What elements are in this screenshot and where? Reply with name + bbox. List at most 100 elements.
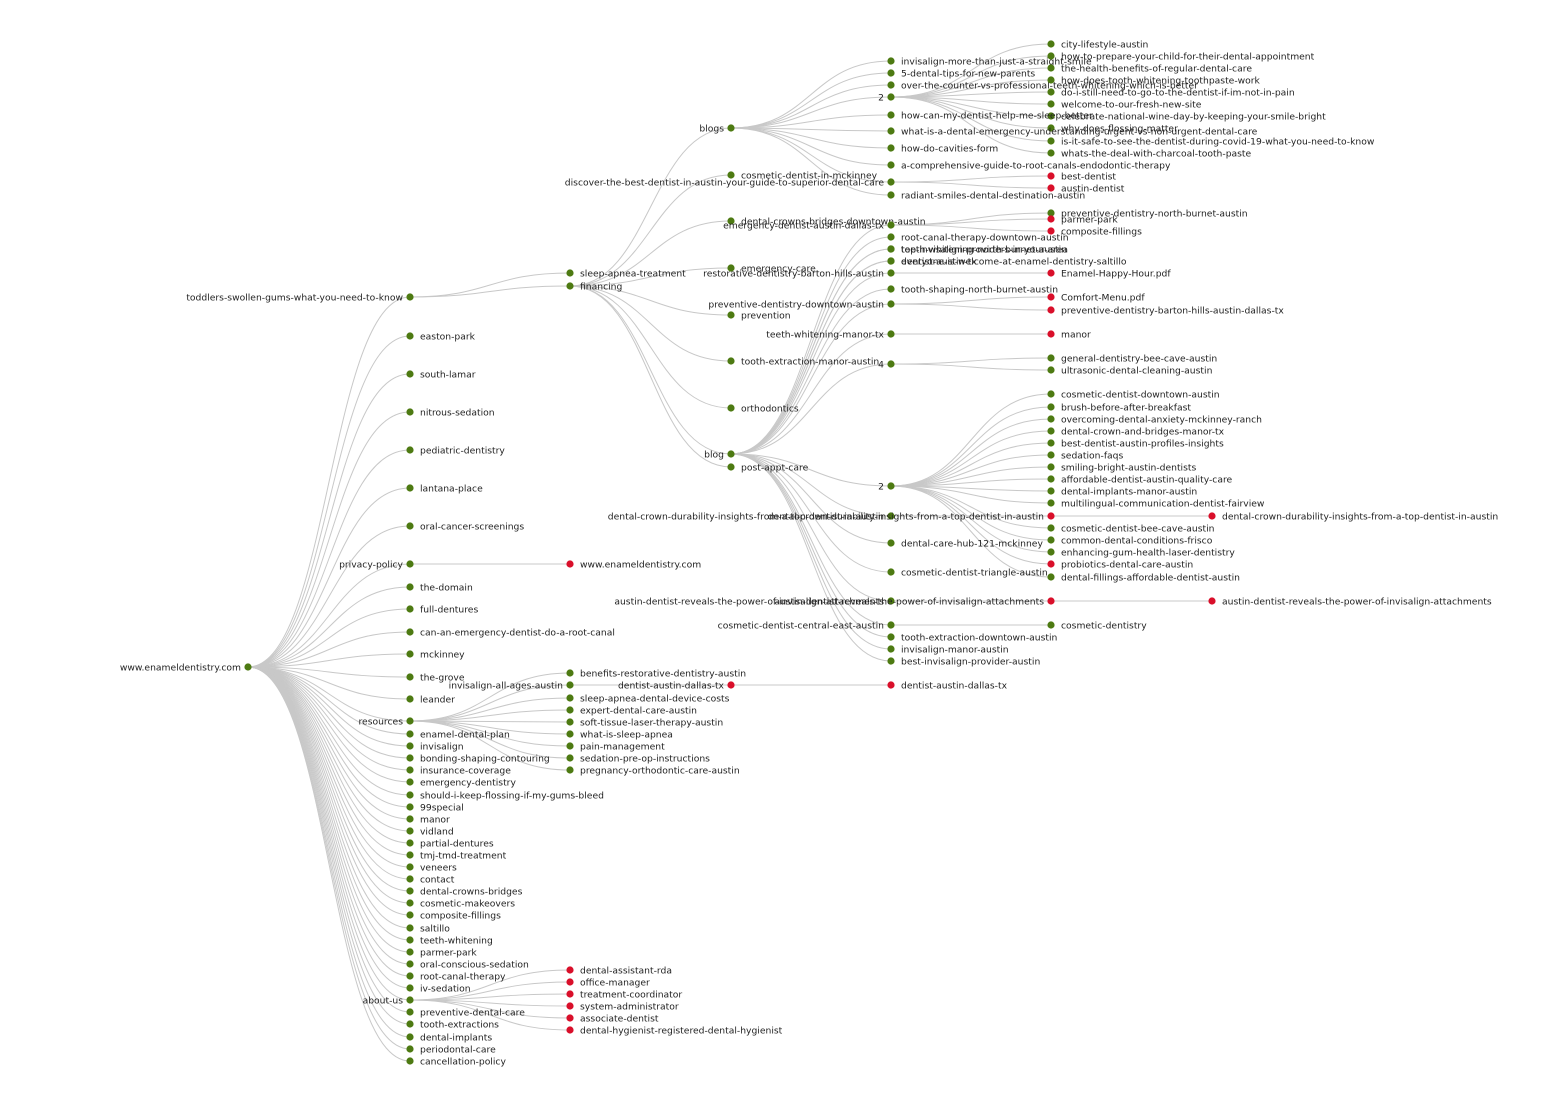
tree-node-nitrous-sedation[interactable]: nitrous-sedation [406,407,495,418]
tree-node-www-enameldentistry-com[interactable]: www.enameldentistry.com [120,662,252,673]
ok-status-dot[interactable] [887,539,895,547]
error-status-dot[interactable] [1047,597,1055,605]
ok-status-dot[interactable] [1047,475,1055,483]
error-status-dot[interactable] [1047,306,1055,314]
ok-status-dot[interactable] [406,370,414,378]
tree-node-overcoming-dental-anxiety-mckinney-ranch[interactable]: overcoming-dental-anxiety-mckinney-ranch [1047,414,1262,425]
tree-node-expert-dental-care-austin[interactable]: expert-dental-care-austin [566,705,697,716]
tree-node-privacy-policy[interactable]: privacy-policy [339,559,414,570]
tree-node-composite-fillings[interactable]: composite-fillings [406,910,501,921]
ok-status-dot[interactable] [1047,427,1055,435]
ok-status-dot[interactable] [406,936,414,944]
ok-status-dot[interactable] [566,706,574,714]
ok-status-dot[interactable] [727,124,735,132]
ok-status-dot[interactable] [406,742,414,750]
tree-node-teeth-whitening[interactable]: teeth-whitening [406,935,493,946]
tree-node-austin-dentist-reveals-the-power-of-invisalign-attachments[interactable]: austin-dentist-reveals-the-power-of-invi… [774,596,1055,607]
ok-status-dot[interactable] [406,1057,414,1065]
tree-node-office-manager[interactable]: office-manager [566,977,650,988]
tree-node-emergency-care[interactable]: emergency-care [727,263,816,274]
tree-node-enamel-dental-plan[interactable]: enamel-dental-plan [406,729,510,740]
tree-node-best-invisalign-provider-austin[interactable]: best-invisalign-provider-austin [887,656,1040,667]
ok-status-dot[interactable] [566,730,574,738]
tree-node-invisalign-all-ages-austin[interactable]: invisalign-all-ages-austin [449,680,574,691]
ok-status-dot[interactable] [887,360,895,368]
tree-node-discover-the-best-dentist-in-austin-your-guide-to-superior-dental-care[interactable]: discover-the-best-dentist-in-austin-your… [565,177,895,188]
tree-node-how-to-prepare-your-child-for-their-dental-appointment[interactable]: how-to-prepare-your-child-for-their-dent… [1047,51,1315,62]
tree-node-dental-crown-and-bridges-manor-tx[interactable]: dental-crown-and-bridges-manor-tx [1047,426,1225,437]
ok-status-dot[interactable] [887,191,895,199]
tree-node-sedation-pre-op-instructions[interactable]: sedation-pre-op-instructions [566,753,710,764]
error-status-dot[interactable] [1047,269,1055,277]
tree-node-austin-dentist-reveals-the-power-of-invisalign-attachments[interactable]: austin-dentist-reveals-the-power-of-invi… [1208,596,1492,607]
ok-status-dot[interactable] [1047,524,1055,532]
tree-node-leander[interactable]: leander [406,694,455,705]
ok-status-dot[interactable] [406,522,414,530]
tree-node-dental-crown-durability-insights-from-a-top-dentist-in-austin[interactable]: dental-crown-durability-insights-from-a-… [1208,511,1498,522]
ok-status-dot[interactable] [566,742,574,750]
tree-node-financing[interactable]: financing [566,281,622,292]
ok-status-dot[interactable] [727,217,735,225]
tree-node-preventive-dentistry-barton-hills-austin-dallas-tx[interactable]: preventive-dentistry-barton-hills-austin… [1047,305,1284,316]
ok-status-dot[interactable] [1047,403,1055,411]
tree-node-preventive-dentistry-north-burnet-austin[interactable]: preventive-dentistry-north-burnet-austin [1047,208,1248,219]
tree-node-invisalign-more-than-just-a-straight-smile[interactable]: invisalign-more-than-just-a-straight-smi… [887,56,1092,67]
tree-node-tooth-extractions[interactable]: tooth-extractions [406,1019,499,1030]
tree-node-invisalign[interactable]: invisalign [406,741,464,752]
tree-node-the-grove[interactable]: the-grove [406,672,465,683]
tree-node-brush-before-after-breakfast[interactable]: brush-before-after-breakfast [1047,402,1191,413]
ok-status-dot[interactable] [887,512,895,520]
tree-node-4[interactable]: 4 [878,359,895,370]
ok-status-dot[interactable] [1047,451,1055,459]
ok-status-dot[interactable] [566,681,574,689]
ok-status-dot[interactable] [887,233,895,241]
ok-status-dot[interactable] [887,245,895,253]
ok-status-dot[interactable] [1047,137,1055,145]
tree-node-smiling-bright-austin-dentists[interactable]: smiling-bright-austin-dentists [1047,462,1196,473]
error-status-dot[interactable] [566,1002,574,1010]
tree-node-dental-crown-durability-insights-from-a-top-dentist-in-austin[interactable]: dental-crown-durability-insights-from-a-… [768,511,1055,522]
ok-status-dot[interactable] [1047,354,1055,362]
ok-status-dot[interactable] [1047,64,1055,72]
tree-node-probiotics-dental-care-austin[interactable]: probiotics-dental-care-austin [1047,559,1193,570]
error-status-dot[interactable] [566,1014,574,1022]
ok-status-dot[interactable] [1047,390,1055,398]
tree-node-cosmetic-dentist-downtown-austin[interactable]: cosmetic-dentist-downtown-austin [1047,389,1220,400]
tree-node-dental-implants-manor-austin[interactable]: dental-implants-manor-austin [1047,486,1197,497]
ok-status-dot[interactable] [887,221,895,229]
tree-node-how-can-my-dentist-help-me-sleep-better[interactable]: how-can-my-dentist-help-me-sleep-better [887,110,1093,121]
tree-node-99special[interactable]: 99special [406,802,464,813]
ok-status-dot[interactable] [406,695,414,703]
ok-status-dot[interactable] [406,899,414,907]
ok-status-dot[interactable] [406,887,414,895]
tree-node-about-us[interactable]: about-us [363,995,414,1006]
ok-status-dot[interactable] [887,633,895,641]
error-status-dot[interactable] [1047,560,1055,568]
tree-node-mckinney[interactable]: mckinney [406,649,465,660]
tree-node-ultrasonic-dental-cleaning-austin[interactable]: ultrasonic-dental-cleaning-austin [1047,365,1213,376]
tree-node-dentist-austin-dallas-tx[interactable]: dentist-austin-dallas-tx [618,680,735,691]
tree-node-associate-dentist[interactable]: associate-dentist [566,1013,659,1024]
tree-node-pregnancy-orthodontic-care-austin[interactable]: pregnancy-orthodontic-care-austin [566,765,740,776]
error-status-dot[interactable] [1047,215,1055,223]
ok-status-dot[interactable] [406,332,414,340]
ok-status-dot[interactable] [1047,548,1055,556]
ok-status-dot[interactable] [1047,573,1055,581]
tree-node-vidland[interactable]: vidland [406,826,454,837]
tree-node-best-dentist[interactable]: best-dentist [1047,171,1116,182]
ok-status-dot[interactable] [406,560,414,568]
tree-node-teeth-whitening-manor-tx[interactable]: teeth-whitening-manor-tx [766,329,895,340]
tree-node-parmer-park[interactable]: parmer-park [1047,214,1118,225]
tree-node-prevention[interactable]: prevention [727,310,791,321]
tree-node-south-lamar[interactable]: south-lamar [406,369,476,380]
tree-node-multilingual-communication-dentist-fairview[interactable]: multilingual-communication-dentist-fairv… [1047,498,1265,509]
ok-status-dot[interactable] [887,657,895,665]
ok-status-dot[interactable] [887,69,895,77]
tree-node-5-dental-tips-for-new-parents[interactable]: 5-dental-tips-for-new-parents [887,68,1035,79]
ok-status-dot[interactable] [1047,100,1055,108]
tree-node-resources[interactable]: resources [358,716,414,727]
tree-node-oral-cancer-screenings[interactable]: oral-cancer-screenings [406,521,524,532]
ok-status-dot[interactable] [566,269,574,277]
ok-status-dot[interactable] [406,778,414,786]
ok-status-dot[interactable] [887,57,895,65]
